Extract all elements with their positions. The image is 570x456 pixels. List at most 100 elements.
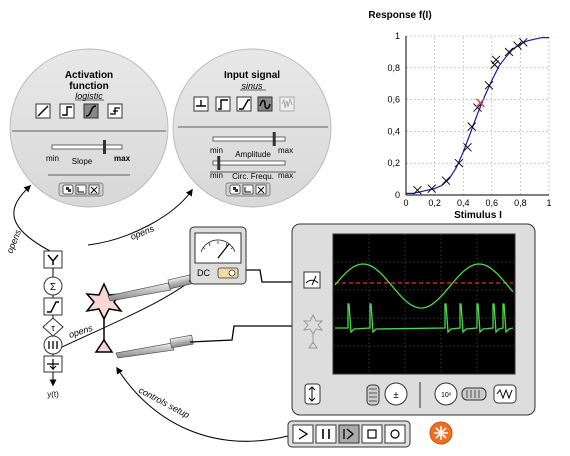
scale-updown-button[interactable] bbox=[304, 383, 321, 405]
dc-meter-needle bbox=[217, 243, 230, 259]
dc-source[interactable]: DC bbox=[189, 226, 247, 285]
frequency-label: Circ. Frequ. bbox=[232, 172, 274, 181]
signal-step-button[interactable] bbox=[215, 96, 231, 112]
neuron-cell[interactable] bbox=[85, 282, 123, 353]
input-signal-panel: Input signal sinus min Amplitude bbox=[172, 48, 332, 208]
signal-noise-button[interactable] bbox=[279, 96, 295, 112]
function-step-button[interactable] bbox=[59, 103, 75, 119]
chart-xtick-label: 0 bbox=[403, 198, 408, 208]
play-button[interactable] bbox=[292, 424, 314, 444]
response-samples bbox=[413, 38, 528, 195]
signal-constant-button[interactable] bbox=[193, 96, 209, 112]
chart-grid bbox=[405, 35, 550, 196]
svg-text:10ˣ: 10ˣ bbox=[441, 392, 452, 399]
svg-text:τ: τ bbox=[51, 323, 55, 333]
channel-meter-icon[interactable] bbox=[303, 271, 321, 289]
chart-xtick-label: 1 bbox=[546, 198, 551, 208]
response-sample-point bbox=[463, 142, 472, 152]
record-button[interactable] bbox=[384, 424, 406, 444]
dc-label: DC bbox=[197, 268, 210, 278]
oscilloscope: ± 10ˣ bbox=[291, 223, 536, 416]
activation-button[interactable] bbox=[43, 297, 63, 316]
function-linear-button[interactable] bbox=[35, 103, 51, 119]
response-sample-point bbox=[441, 176, 451, 186]
activation-panel-tools[interactable] bbox=[58, 182, 104, 197]
stimulus-electrode bbox=[107, 274, 192, 302]
neuron-axon-end bbox=[94, 338, 114, 353]
slope-label: Slope bbox=[72, 157, 93, 166]
activation-function-panel: Activation function logistic min Slope m bbox=[9, 48, 169, 208]
response-sample-point bbox=[473, 103, 482, 112]
tau-button[interactable]: τ bbox=[42, 317, 64, 337]
stop-button[interactable] bbox=[361, 424, 383, 444]
amplitude-max-label: max bbox=[278, 146, 293, 155]
pause-button[interactable] bbox=[315, 424, 337, 444]
response-sample-point bbox=[490, 60, 499, 69]
signal-ramp-button[interactable] bbox=[236, 96, 252, 112]
wire-recording bbox=[189, 325, 304, 343]
frequency-min-label: min bbox=[210, 171, 223, 180]
response-sample-point bbox=[484, 80, 494, 90]
highlight-marker bbox=[475, 98, 485, 108]
timebase-button[interactable]: 10ˣ bbox=[434, 382, 458, 406]
response-curve bbox=[406, 37, 549, 194]
chart-xtick-label: 0,2 bbox=[428, 198, 441, 208]
step-button[interactable] bbox=[338, 424, 360, 444]
offset-knob[interactable] bbox=[366, 384, 380, 406]
slope-slider[interactable] bbox=[51, 140, 123, 154]
activation-subtitle: logistic bbox=[75, 91, 103, 101]
signal-sinus-button[interactable] bbox=[257, 96, 273, 112]
chart-xtick-label: 0,4 bbox=[457, 198, 470, 208]
recording-electrode bbox=[115, 334, 194, 359]
response-sample-point bbox=[454, 158, 464, 168]
scope-screen bbox=[332, 233, 516, 375]
highlight-point bbox=[475, 98, 485, 108]
chart-ytick-label: 1 bbox=[395, 31, 400, 41]
opens-label-left: opens bbox=[5, 228, 24, 255]
chart-ytick-label: 0 bbox=[395, 190, 400, 200]
output-button[interactable] bbox=[43, 355, 63, 373]
opens-arrow-top bbox=[87, 188, 193, 246]
slope-min-label: min bbox=[46, 154, 59, 163]
svg-text:Σ: Σ bbox=[50, 282, 56, 293]
dendrite-button[interactable] bbox=[43, 250, 63, 269]
amplitude-slider[interactable] bbox=[212, 132, 286, 146]
offset-plus-minus-button[interactable]: ± bbox=[384, 382, 408, 406]
opens-label-mid: opens bbox=[68, 323, 95, 340]
dc-toggle[interactable] bbox=[217, 267, 239, 279]
timebase-knob[interactable] bbox=[461, 387, 487, 401]
response-sample-point bbox=[504, 47, 514, 57]
function-sign-button[interactable] bbox=[107, 103, 123, 119]
sum-button[interactable]: Σ bbox=[43, 276, 63, 296]
scope-input-trace bbox=[334, 263, 514, 309]
scope-spike-trace bbox=[335, 303, 514, 334]
function-logistic-button[interactable] bbox=[83, 103, 99, 119]
slope-max-label: max bbox=[114, 154, 131, 163]
chart-title: Response f(I) bbox=[368, 10, 431, 21]
input-panel-tools[interactable] bbox=[225, 182, 271, 197]
svg-text:±: ± bbox=[393, 390, 399, 401]
reset-icon[interactable] bbox=[429, 421, 453, 445]
chart-ticks: 000,20,20,40,40,60,60,80,811 bbox=[387, 31, 551, 208]
response-sample-point bbox=[518, 38, 528, 47]
input-title: Input signal bbox=[224, 70, 280, 81]
spike-button[interactable] bbox=[43, 335, 63, 355]
neuron-model-chain: Σ τ y(t) bbox=[42, 250, 64, 399]
activation-title-line1: Activation bbox=[65, 70, 113, 81]
input-subtitle: sinus bbox=[241, 81, 263, 91]
opens-label-top: opens bbox=[129, 223, 156, 242]
neuron-soma bbox=[85, 282, 123, 321]
chart-ytick-label: 0,6 bbox=[387, 95, 400, 105]
controls-setup-arrow bbox=[116, 366, 289, 442]
response-sample-point bbox=[513, 41, 522, 50]
chart-xtick-label: 0,6 bbox=[486, 198, 499, 208]
output-label: y(t) bbox=[47, 390, 59, 399]
channel-neuron-icon[interactable] bbox=[302, 313, 324, 349]
frequency-slider[interactable] bbox=[212, 156, 286, 170]
response-sample-point bbox=[413, 185, 422, 195]
response-sample-point bbox=[491, 55, 501, 65]
chart-xlabel: Stimulus I bbox=[454, 210, 502, 221]
amplitude-min-label: min bbox=[210, 146, 223, 155]
activation-title-line2: function bbox=[69, 81, 108, 92]
trigger-button[interactable] bbox=[493, 384, 517, 404]
